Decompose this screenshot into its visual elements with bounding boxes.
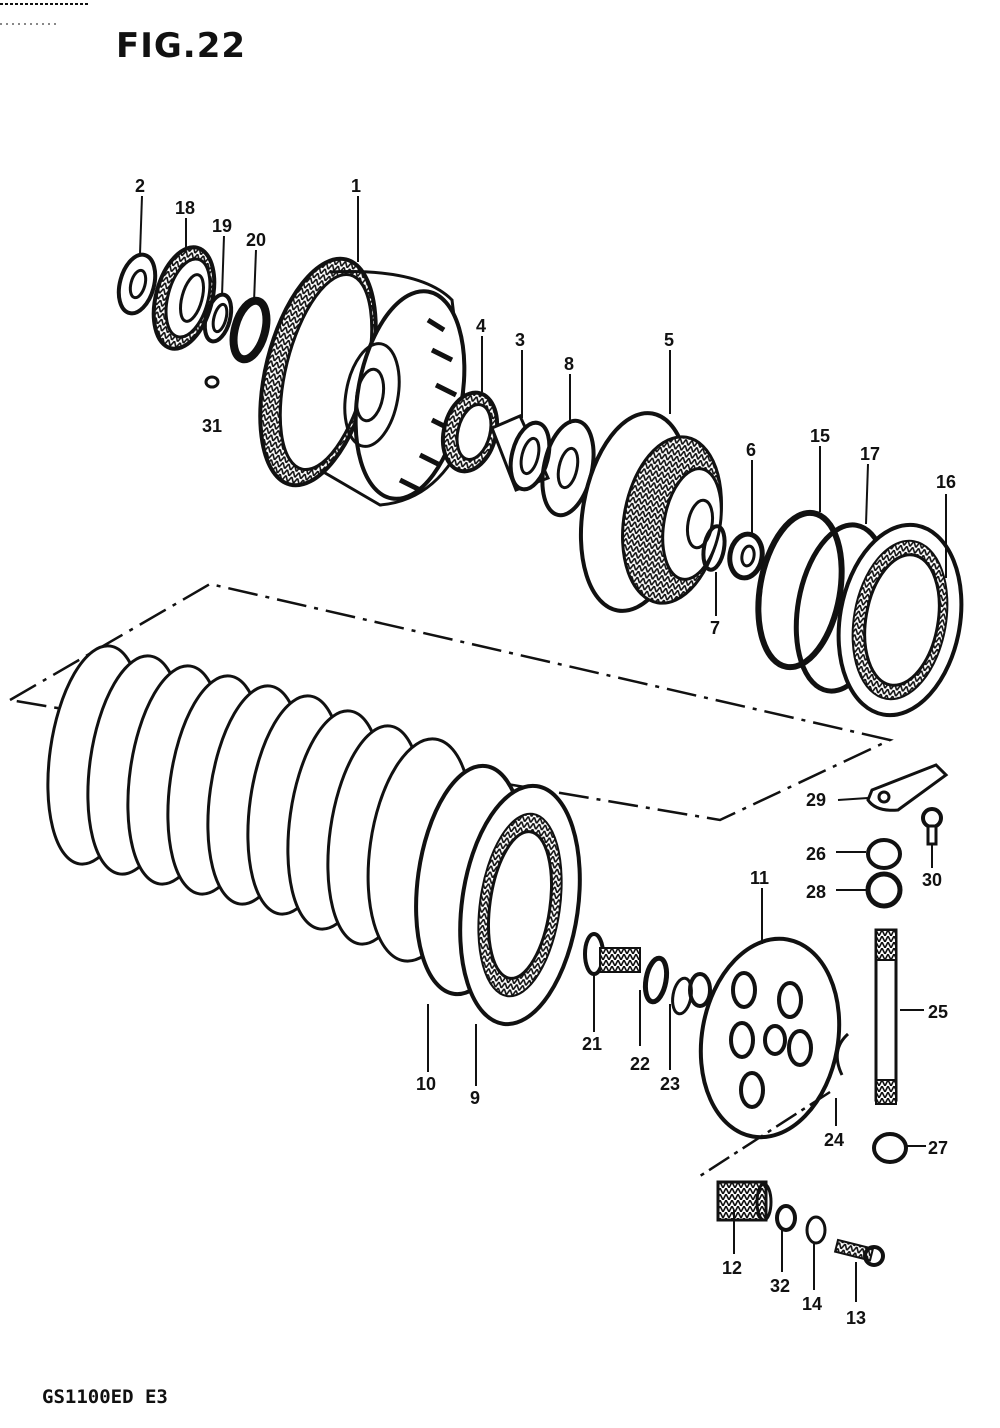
callout-13: 13 [846, 1308, 866, 1328]
callout-9: 9 [470, 1088, 480, 1108]
part-28-oil-seal [865, 871, 903, 909]
callout-28: 28 [806, 882, 826, 902]
part-20-oring [229, 296, 271, 364]
part-6-nut [727, 531, 765, 581]
callout-32: 32 [770, 1276, 790, 1296]
callout-10: 10 [416, 1074, 436, 1094]
part-18-gear [151, 245, 217, 351]
callout-21: 21 [582, 1034, 602, 1054]
part-31-pin [204, 375, 220, 389]
part-19-spacer [202, 292, 234, 344]
part-15-spring-ring [755, 509, 845, 671]
part-12-spring [716, 1180, 773, 1222]
part-5-sleeve-hub [578, 411, 723, 613]
part-22-bearing [642, 955, 670, 1005]
part-2-washer [116, 252, 158, 316]
part-26-bush [866, 838, 902, 870]
callout-18: 18 [175, 198, 195, 218]
callout-30: 30 [922, 870, 942, 890]
callout-15: 15 [810, 426, 830, 446]
part-30-bolt [921, 807, 943, 846]
model-code: GS1100ED E3 [42, 1386, 168, 1408]
part-7-lock-washer [701, 524, 727, 572]
callout-24: 24 [824, 1130, 844, 1150]
callout-3: 3 [515, 330, 525, 350]
callout-17: 17 [860, 444, 880, 464]
callout-23: 23 [660, 1074, 680, 1094]
callout-26: 26 [806, 844, 826, 864]
callout-8: 8 [564, 354, 574, 374]
part-32-spacer [775, 1204, 797, 1232]
callout-6: 6 [746, 440, 756, 460]
callout-20: 20 [246, 230, 266, 250]
part-27-bush [872, 1132, 908, 1164]
part-3-sleeve [490, 414, 552, 492]
callout-27: 27 [928, 1138, 948, 1158]
figure-title: FIG.22 [116, 26, 247, 66]
part-24-circlip [835, 1032, 850, 1076]
part-13-bolt [833, 1238, 885, 1267]
callout-12: 12 [722, 1258, 742, 1278]
callout-19: 19 [212, 216, 232, 236]
part-29-release-arm [866, 763, 949, 812]
callout-22: 22 [630, 1054, 650, 1074]
part-9-10-plate-stack [46, 644, 582, 1027]
callout-11: 11 [750, 868, 769, 888]
callout-5: 5 [664, 330, 674, 350]
callout-7: 7 [710, 618, 720, 638]
part-16-drive-plate [836, 522, 964, 718]
callout-29: 29 [806, 790, 826, 810]
lower-boundary-line [699, 1090, 831, 1178]
callout-25: 25 [928, 1002, 948, 1022]
callout-1: 1 [351, 176, 361, 196]
part-11-pressure-plate [688, 936, 842, 1140]
leader-lines [139, 195, 947, 1302]
callout-16: 16 [936, 472, 956, 492]
callout-4: 4 [476, 316, 486, 336]
callout-2: 2 [135, 176, 145, 196]
part-14-washer [805, 1215, 827, 1245]
part-21-push-piece [583, 932, 641, 976]
callout-14: 14 [802, 1294, 822, 1314]
callout-31: 31 [202, 416, 222, 436]
part-25-release-shaft [874, 928, 898, 1105]
part-1-clutch-housing [258, 256, 470, 507]
